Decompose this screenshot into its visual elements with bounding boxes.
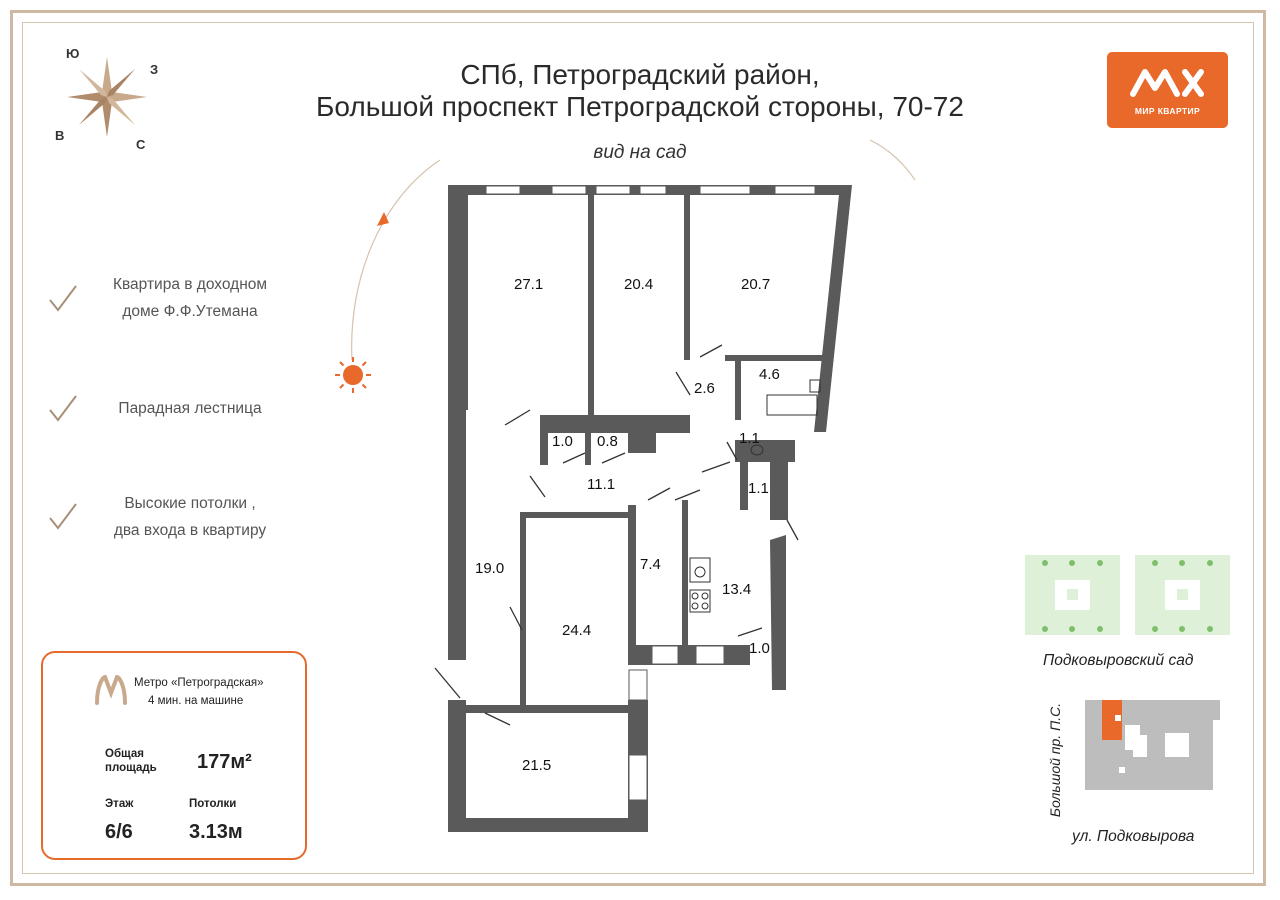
brand-name: МИР КВАРТИР	[1134, 106, 1201, 116]
metro-name: Метро «Петроградская»	[134, 677, 264, 689]
brand-logo[interactable]: МИР КВАРТИР	[1107, 52, 1228, 128]
compass-rose-icon	[67, 57, 147, 137]
floor-label: Этаж	[105, 798, 134, 810]
room-label-4-6: 4.6	[759, 366, 780, 383]
street-bottom-label: ул. Подковырова	[1072, 828, 1195, 845]
check-icon	[49, 285, 77, 312]
ceiling-value: 3.13м	[189, 821, 243, 843]
check-icon	[49, 503, 77, 530]
metro-time: 4 мин. на машине	[148, 695, 244, 707]
outer-frame	[10, 10, 1266, 886]
info-card: Метро «Петроградская» 4 мин. на машине О…	[41, 651, 307, 860]
ceiling-label: Потолки	[189, 798, 237, 810]
feature-1-line2: доме Ф.Ф.Утемана	[122, 303, 258, 320]
room-label-20-4: 20.4	[624, 276, 654, 293]
room-label-11-1: 11.1	[587, 476, 616, 493]
room-label-13-4: 13.4	[722, 581, 752, 598]
compass-label-s: Ю	[66, 46, 80, 61]
floor-value: 6/6	[105, 821, 133, 843]
room-label-1-0-b: 1.0	[749, 640, 770, 657]
room-label-2-6: 2.6	[694, 380, 715, 397]
room-label-21-5: 21.5	[522, 757, 552, 774]
room-label-7-4: 7.4	[640, 556, 661, 573]
feature-3-line2: два входа в квартиру	[113, 522, 267, 539]
room-label-0-8: 0.8	[597, 433, 618, 450]
compass-label-e: В	[55, 128, 65, 143]
check-icon	[49, 395, 77, 422]
title-line1: СПб, Петроградский район,	[460, 59, 820, 90]
room-label-1-1-a: 1.1	[739, 430, 760, 447]
metro-logo-icon	[95, 675, 127, 705]
feature-2-line1: Парадная лестница	[118, 400, 262, 417]
area-label-line1: Общая	[105, 748, 144, 760]
compass-label-w: З	[150, 62, 159, 77]
site-plan	[1085, 700, 1220, 790]
feature-1-line1: Квартира в доходном	[112, 276, 268, 293]
room-label-1-0-a: 1.0	[552, 433, 573, 450]
feature-3-line1: Высокие потолки ,	[124, 495, 256, 512]
stove-icon	[689, 589, 711, 613]
view-label: вид на сад	[593, 142, 687, 163]
logo-mark-icon	[1130, 69, 1204, 97]
sink-icon	[689, 557, 711, 583]
street-left-label: Большой пр. П.С.	[1047, 702, 1063, 818]
area-value: 177м²	[197, 751, 252, 773]
area-label-line2: площадь	[105, 762, 157, 774]
bathtub-icon	[766, 394, 818, 416]
garden-label: Подковыровский сад	[1043, 652, 1194, 669]
room-label-19-0: 19.0	[475, 560, 505, 577]
room-label-20-7: 20.7	[741, 276, 771, 293]
garden-map	[1025, 555, 1230, 635]
room-label-24-4: 24.4	[562, 622, 592, 639]
inner-frame	[22, 22, 1254, 874]
title-line2: Большой проспект Петроградской стороны, …	[316, 91, 964, 122]
toilet-icon	[750, 444, 764, 456]
compass-label-n: С	[136, 137, 146, 152]
room-label-27-1: 27.1	[514, 276, 544, 293]
room-label-1-1-b: 1.1	[748, 480, 769, 497]
sun-icon	[335, 357, 371, 393]
